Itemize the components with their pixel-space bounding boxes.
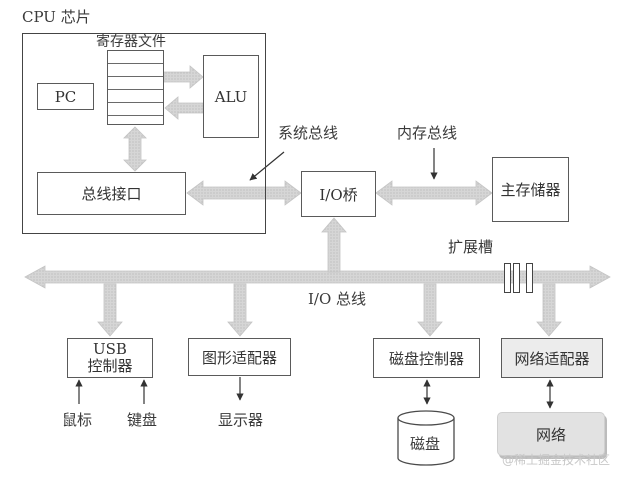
register-file-label: 寄存器文件 <box>96 34 166 50</box>
disk-icon <box>397 410 455 466</box>
pc-register: PC <box>37 83 94 110</box>
alu: ALU <box>203 55 259 138</box>
memory-bus-label: 内存总线 <box>397 124 458 142</box>
bus-interface: 总线接口 <box>37 172 186 215</box>
usb-controller: USB 控制器 <box>67 338 153 378</box>
register-file <box>107 50 164 125</box>
disk-controller-drop-arrow <box>417 283 443 337</box>
usb-controller-line1: USB <box>93 339 127 358</box>
io-bridge-io-bus-arrow <box>321 217 347 273</box>
disk-label: 磁盘 <box>410 435 441 453</box>
expansion-slot-3 <box>526 263 533 293</box>
graphics-drop-arrow <box>227 283 253 337</box>
io-bus-arrow <box>24 265 611 289</box>
main-memory: 主存储器 <box>492 157 569 222</box>
pc-label: PC <box>54 87 77 106</box>
bus-interface-label: 总线接口 <box>81 185 142 203</box>
expansion-slot-2 <box>513 263 520 293</box>
main-memory-label: 主存储器 <box>500 181 561 199</box>
cpu-chip <box>22 33 266 234</box>
system-bus-pointer <box>249 151 285 181</box>
network-cloud: 网络 <box>497 412 605 456</box>
network-label: 网络 <box>535 425 566 444</box>
mouse-label: 鼠标 <box>62 411 93 429</box>
usb-controller-line2: 控制器 <box>87 357 133 375</box>
io-bus-label: I/O 总线 <box>308 290 367 308</box>
watermark: @稀土掘金技术社区 <box>502 453 611 467</box>
alu-to-regfile-arrow <box>164 96 204 120</box>
display-label: 显示器 <box>218 411 264 429</box>
memory-bus-arrow <box>375 180 493 206</box>
expansion-slot-label: 扩展槽 <box>448 238 494 256</box>
usb-drop-arrow <box>97 283 123 337</box>
network-adapter-drop-arrow <box>536 283 562 337</box>
system-bus-label: 系统总线 <box>278 124 339 142</box>
network-adapter-label: 网络适配器 <box>514 349 590 368</box>
graphics-adapter: 图形适配器 <box>188 338 291 376</box>
alu-label: ALU <box>214 87 248 106</box>
keyboard-label: 键盘 <box>127 411 158 429</box>
io-bridge-label: I/O桥 <box>319 185 358 204</box>
graphics-adapter-label: 图形适配器 <box>201 348 277 367</box>
disk-controller-label: 磁盘控制器 <box>388 349 464 368</box>
network-adapter: 网络适配器 <box>501 338 603 378</box>
disk-controller: 磁盘控制器 <box>373 338 480 378</box>
io-bridge: I/O桥 <box>301 171 376 217</box>
regfile-bus-interface-arrow <box>123 126 147 172</box>
regfile-to-alu-arrow <box>163 65 204 89</box>
expansion-slot-1 <box>504 263 511 293</box>
cpu-chip-label: CPU 芯片 <box>22 8 91 26</box>
